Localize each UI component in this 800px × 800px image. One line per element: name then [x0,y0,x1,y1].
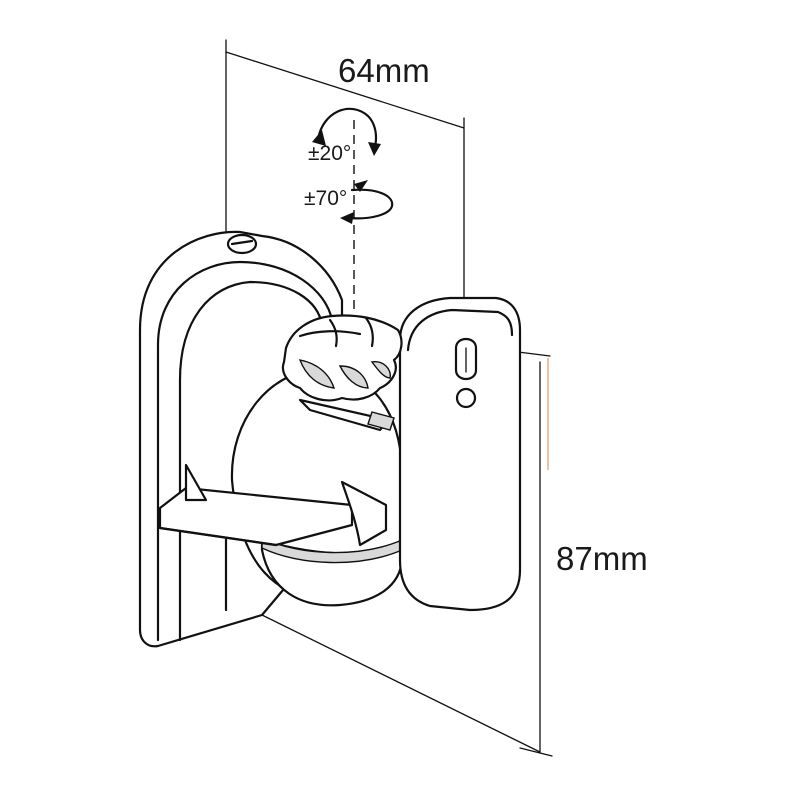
width-dimension-label: 64mm [338,52,430,89]
height-dimension: 87mm [517,351,648,757]
height-dimension-label: 87mm [556,540,648,577]
speaker-plate [398,296,522,612]
swivel-arrow-bottom-icon [340,212,354,224]
swivel-arrow-top-icon [354,180,368,192]
tilt-rotation-indicator: ±20° [308,107,381,165]
swivel-angle-label: ±70° [304,187,347,210]
swivel-rotation-indicator: ±70° [304,180,394,224]
tension-knob [281,314,403,432]
tilt-arrow-right-icon [368,142,381,156]
tilt-bracket [158,463,388,547]
tilt-arrow-left-icon [312,130,326,146]
tilt-angle-label: ±20° [308,142,351,165]
width-dimension: 64mm [225,51,465,129]
